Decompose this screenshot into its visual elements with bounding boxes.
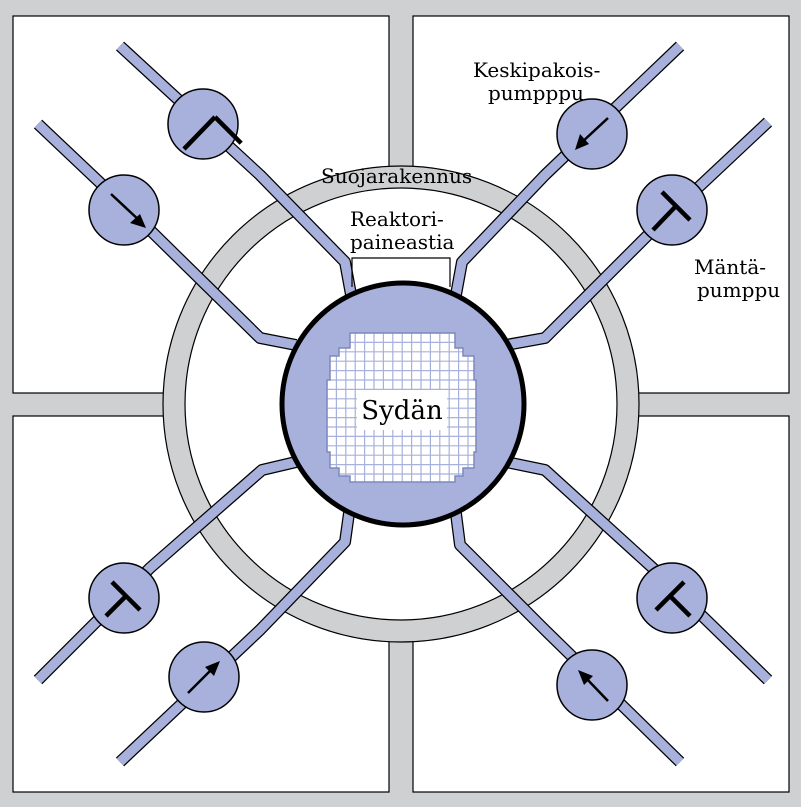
centrifugal-pump-top-left — [88, 174, 160, 246]
piston-symbol-icon — [182, 115, 217, 151]
vessel-leader-line — [351, 257, 451, 287]
centrifugal-pump-label-line2: pumpppu — [488, 81, 584, 105]
piston-pump-label-line1: Mäntä- — [694, 255, 766, 279]
pressure-vessel-label-line1: Reaktori- — [350, 207, 444, 231]
piston-symbol-icon — [651, 204, 678, 232]
pipe-fill-nw2 — [34, 120, 297, 350]
piston-pump-bottom-right — [636, 562, 708, 634]
piston-pump-top-right — [636, 174, 708, 246]
centrifugal-pump-label-line1: Keskipakois- — [473, 58, 600, 82]
arrow-icon — [110, 193, 142, 223]
piston-pump-top-left — [167, 88, 243, 160]
centrifugal-pump-top-right — [556, 98, 628, 170]
piston-pump-label-line2: pumppu — [697, 278, 780, 302]
core-label-box — [357, 390, 447, 430]
pipe-fill-se2 — [505, 457, 772, 684]
centrifugal-pump-bottom-right — [556, 649, 628, 721]
pumps — [88, 88, 708, 721]
pressure-vessel-label-line2: paineastia — [350, 230, 454, 254]
piston-pump-bottom-left — [88, 562, 160, 634]
containment-label: Suojarakennus — [321, 164, 472, 188]
pipe-fill-sw2 — [34, 457, 298, 684]
centrifugal-pump-bottom-left — [168, 641, 240, 713]
core-label: Sydän — [361, 396, 443, 426]
pipe-fill-ne2 — [505, 118, 772, 350]
reactor-core — [326, 332, 477, 483]
